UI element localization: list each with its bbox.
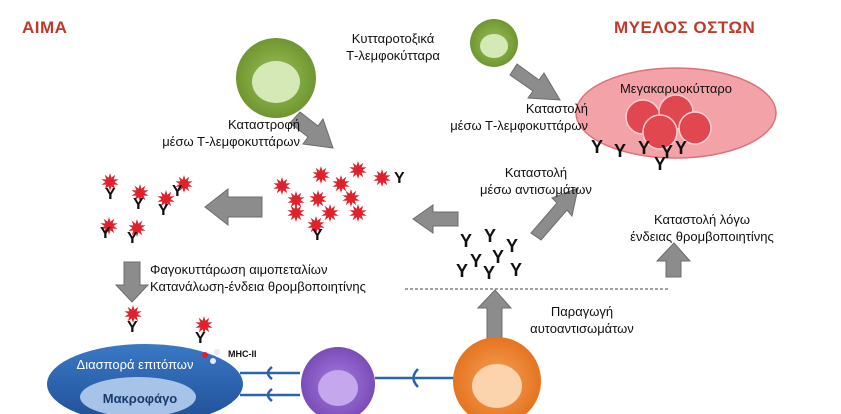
cell-connection xyxy=(375,368,455,388)
arrow-to-blood-left xyxy=(204,187,263,227)
megakaryocyte-cells xyxy=(625,94,712,150)
suppression-tpo-label: Καταστολή λόγω ένδειας θρομβοποιητίνης xyxy=(602,211,802,245)
bone-marrow-title: ΜΥΕΛΟΣ ΟΣΤΩΝ xyxy=(614,18,756,37)
plasma-cell-nucleus xyxy=(472,364,522,408)
antibody-icon: Y xyxy=(394,170,405,187)
arrow-production xyxy=(476,289,513,341)
destruction-line-2: μέσω Τ-λεμφοκυττάρων xyxy=(162,134,300,149)
epitope-dot xyxy=(214,349,220,355)
antibody-icon: Y xyxy=(483,263,496,283)
antibody-icon: Y xyxy=(591,137,604,157)
arrow-from-antibodies xyxy=(412,204,459,234)
platelet xyxy=(309,190,327,208)
platelets xyxy=(100,161,391,334)
platelet xyxy=(273,177,291,195)
suppression-t-line-1: Καταστολή xyxy=(525,101,588,116)
phagocytosis-line-2: Κατανάλωση-ένδεια θρομβοποιητίνης xyxy=(150,279,366,294)
antibody-icon: Y xyxy=(127,230,138,247)
arrow-tpo xyxy=(655,242,692,278)
antibody-icon: Y xyxy=(506,236,519,256)
antibody-icon: Y xyxy=(510,260,523,280)
suppression-t-line-2: μέσω Τ-λεμφοκυττάρων xyxy=(450,118,588,133)
antibody-icon: Y xyxy=(127,319,138,336)
antibody-icon: Y xyxy=(675,138,688,158)
production-line-2: αυτοαντισωμάτων xyxy=(530,321,634,336)
arrow-phagocytosis xyxy=(114,261,150,303)
antibody-icon: Y xyxy=(172,183,183,200)
platelet xyxy=(373,169,391,187)
platelet xyxy=(101,173,119,191)
platelet xyxy=(287,191,305,209)
antibody-icon: Y xyxy=(312,227,323,244)
mhc-ii-label: MHC-II xyxy=(228,349,257,359)
blood-title: ΑΙΜΑ xyxy=(22,18,68,37)
epitope-spread-label: Διασπορά επιτόπων xyxy=(76,357,194,372)
platelet xyxy=(349,161,367,179)
phagocytosis-label: Φαγοκυττάρωση αιμοπεταλίων Κατανάλωση-έν… xyxy=(150,261,410,295)
production-line-1: Παραγωγή xyxy=(550,304,614,319)
macrophage-label: Μακροφάγο xyxy=(102,391,178,406)
platelet xyxy=(157,190,175,208)
t-cell-small-nucleus xyxy=(480,34,508,58)
antibody-icon: Y xyxy=(614,141,627,161)
antibody-icon: Y xyxy=(456,261,469,281)
platelet xyxy=(131,184,149,202)
antibody-icon: Y xyxy=(105,186,116,203)
platelet xyxy=(321,204,339,222)
antibody-icon: Y xyxy=(492,247,505,267)
platelet xyxy=(349,204,367,222)
platelet xyxy=(312,166,330,184)
t-cell-large-nucleus xyxy=(252,61,300,103)
antibody-icon: Y xyxy=(133,196,144,213)
suppression-t-label: Καταστολή μέσω Τ-λεμφοκυττάρων xyxy=(398,100,588,134)
phagocytosis-line-1: Φαγοκυττάρωση αιμοπεταλίων xyxy=(150,262,328,277)
epitope-dot xyxy=(210,358,216,364)
antibody-icon: Y xyxy=(484,226,497,246)
antibody-icon: Y xyxy=(158,202,169,219)
destruction-label: Καταστροφή μέσω Τ-λεμφοκυττάρων xyxy=(100,116,300,150)
macrophage-nucleus xyxy=(80,377,196,414)
suppression-ab-line-2: μέσω αντισωμάτων xyxy=(480,182,592,197)
antibody-icon: Y xyxy=(100,225,111,242)
antibody-icon: Y xyxy=(460,231,473,251)
arrow-destruction xyxy=(289,111,334,149)
antibody-icon: Y xyxy=(470,251,483,271)
platelet xyxy=(124,305,142,323)
production-label: Παραγωγή αυτοαντισωμάτων xyxy=(512,303,652,337)
suppression-tpo-line-1: Καταστολή λόγω xyxy=(654,212,750,227)
antibody-icon: Y xyxy=(654,154,667,174)
cytotoxic-line-1: Κυτταροτοξικά xyxy=(351,31,435,46)
epitope-dot xyxy=(202,352,208,358)
antibody-icon: Y xyxy=(195,330,206,347)
platelet xyxy=(307,216,325,234)
antibody-icon: Y xyxy=(661,142,674,162)
cytotoxic-line-2: Τ-λεμφοκύτταρα xyxy=(346,48,440,63)
platelet xyxy=(342,189,360,207)
platelet xyxy=(287,204,305,222)
suppression-ab-line-1: Καταστολή xyxy=(504,165,568,180)
platelet xyxy=(332,175,350,193)
arrow-to-marrow xyxy=(509,63,561,101)
destruction-line-1: Καταστροφή xyxy=(228,117,300,132)
mhc-connection xyxy=(240,366,300,402)
platelet xyxy=(195,316,213,334)
suppression-tpo-line-2: ένδειας θρομβοποιητίνης xyxy=(630,229,774,244)
platelet xyxy=(175,175,193,193)
platelet xyxy=(128,219,146,237)
platelet xyxy=(100,217,118,235)
cytotoxic-t-label: Κυτταροτοξικά Τ-λεμφοκύτταρα xyxy=(318,30,468,64)
suppression-ab-label: Καταστολή μέσω αντισωμάτων xyxy=(456,164,616,198)
arrow-antibodies-to-marrow xyxy=(530,187,579,241)
megakaryocyte-label: Μεγακαρυοκύτταρο xyxy=(619,81,733,96)
b-cell-nucleus xyxy=(318,370,358,406)
antibody-icon: Y xyxy=(638,138,651,158)
